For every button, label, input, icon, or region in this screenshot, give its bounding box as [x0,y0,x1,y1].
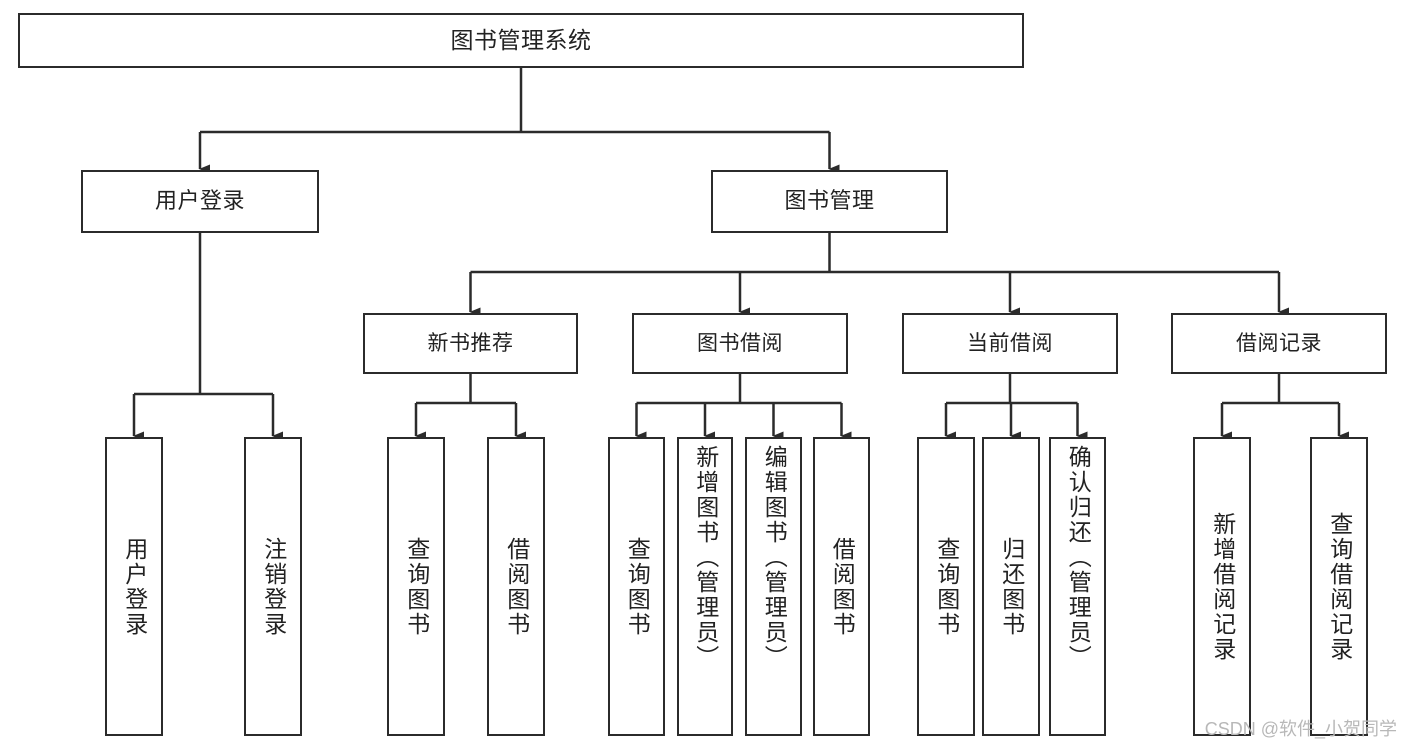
node-book-borrow-label: 图书借阅 [697,331,783,355]
node-logout[interactable]: 注销登录 [244,437,302,736]
node-borrow-book-2-label: 借阅图书 [829,536,856,637]
node-borrow-book-2[interactable]: 借阅图书 [813,437,870,736]
node-borrow-record-label: 借阅记录 [1236,331,1322,355]
node-user-login-label: 用户登录 [154,188,245,214]
node-current-borrow-label: 当前借阅 [967,331,1053,355]
node-query-book-2-label: 查询图书 [624,536,651,637]
node-borrow-book-1[interactable]: 借阅图书 [487,437,545,736]
node-return-book[interactable]: 归还图书 [982,437,1040,736]
node-query-record-label: 查询借阅记录 [1326,511,1353,662]
node-add-book[interactable]: 新增图书（管理员） [677,437,733,736]
node-user-login-label: 用户登录 [121,536,148,637]
node-edit-book-label: 编辑图书（管理员） [761,445,788,670]
node-book-manage[interactable]: 图书管理 [711,170,948,233]
node-query-book-1[interactable]: 查询图书 [387,437,445,736]
node-edit-book[interactable]: 编辑图书（管理员） [745,437,802,736]
node-user-login[interactable]: 用户登录 [81,170,319,233]
node-add-record-label: 新增借阅记录 [1209,511,1236,662]
node-current-borrow[interactable]: 当前借阅 [902,313,1118,374]
node-book-borrow[interactable]: 图书借阅 [632,313,848,374]
node-query-book-3-label: 查询图书 [933,536,960,637]
node-confirm-return[interactable]: 确认归还（管理员） [1049,437,1106,736]
node-new-book-recommend-label: 新书推荐 [427,331,514,355]
node-user-login[interactable]: 用户登录 [105,437,163,736]
node-query-book-1-label: 查询图书 [403,536,430,637]
node-root-label: 图书管理系统 [450,26,592,53]
node-query-record[interactable]: 查询借阅记录 [1310,437,1368,736]
node-logout-label: 注销登录 [260,536,287,637]
node-add-book-label: 新增图书（管理员） [692,445,719,670]
node-new-book-recommend[interactable]: 新书推荐 [363,313,578,374]
node-add-record[interactable]: 新增借阅记录 [1193,437,1251,736]
node-root[interactable]: 图书管理系统 [18,13,1024,68]
node-book-manage-label: 图书管理 [784,188,875,214]
node-query-book-2[interactable]: 查询图书 [608,437,665,736]
node-borrow-record[interactable]: 借阅记录 [1171,313,1387,374]
node-borrow-book-1-label: 借阅图书 [503,536,530,637]
node-return-book-label: 归还图书 [998,536,1025,637]
node-confirm-return-label: 确认归还（管理员） [1065,445,1092,670]
node-query-book-3[interactable]: 查询图书 [917,437,975,736]
